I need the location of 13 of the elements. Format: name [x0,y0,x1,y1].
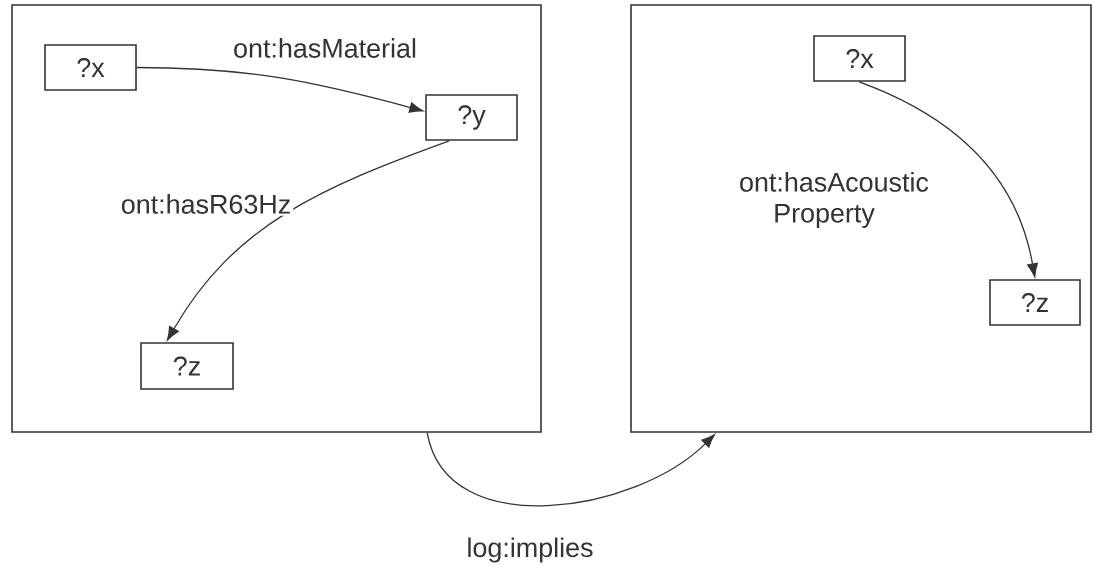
edge-label: ont:hasR63Hz [118,192,294,216]
arrow [858,81,1038,278]
arrow [166,140,450,341]
variable-box: ?x [813,35,906,82]
variable-box: ?z [140,342,234,390]
edge-label: log:implies [464,535,596,565]
variable-box: ?y [425,94,518,141]
variable-box: ?z [989,279,1081,326]
edge-label: ont:hasAcoustic Property [737,170,929,230]
edge-label: ont:hasMaterial [231,36,419,60]
arrow [136,66,424,113]
arrow [426,432,715,507]
variable-box: ?x [44,44,137,91]
